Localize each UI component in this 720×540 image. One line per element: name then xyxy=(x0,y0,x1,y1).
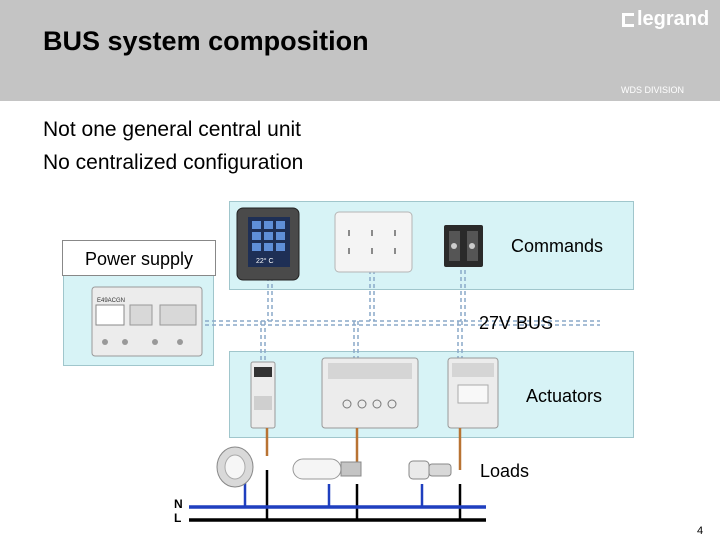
legrand-logo-icon xyxy=(622,12,634,27)
fluorescent-bulb xyxy=(292,458,362,480)
touchscreen-temp: 22° C xyxy=(256,257,274,265)
load-wires xyxy=(265,428,462,470)
division-label: WDS DIVISION xyxy=(621,85,685,95)
switch-device xyxy=(444,225,483,267)
halogen-spot-lamp xyxy=(216,446,254,488)
header-bar: BUS system composition legrand WDS DIVIS… xyxy=(0,0,720,101)
bullet-line-2: No centralized configuration xyxy=(43,151,304,174)
bus-label: 27V BUS xyxy=(479,313,554,333)
actuator-2-device xyxy=(321,357,419,429)
actuators-label: Actuators xyxy=(526,386,603,406)
halogen-capsule-bulb xyxy=(408,460,452,480)
brand-logo: legrand xyxy=(622,8,709,31)
load-live-wires xyxy=(265,470,462,520)
page-number: 4 xyxy=(697,525,704,537)
loads-label: Loads xyxy=(480,461,530,481)
actuator-3-device xyxy=(447,357,499,429)
power-supply-label: Power supply xyxy=(62,240,216,276)
live-label: L xyxy=(174,511,182,525)
actuators-panel xyxy=(229,351,634,438)
brand-name: legrand xyxy=(637,8,710,30)
slide-title: BUS system composition xyxy=(43,26,369,56)
bullet-line-1: Not one general central unit xyxy=(43,118,301,141)
actuator-1-device xyxy=(250,361,276,429)
psu-brand: E49ACGN xyxy=(97,298,125,304)
power-supply-device: E49ACGN xyxy=(91,286,203,357)
touchscreen-device: 22° C xyxy=(236,207,300,281)
commands-label: Commands xyxy=(511,236,604,256)
neutral-label: N xyxy=(174,497,183,511)
keypad-device xyxy=(334,211,413,273)
